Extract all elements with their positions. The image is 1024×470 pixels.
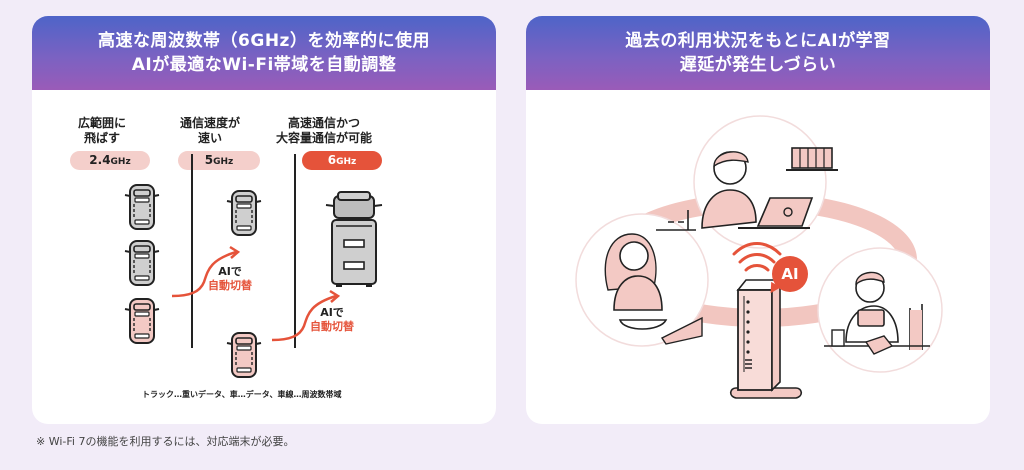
band-number: 6: [327, 153, 337, 167]
column-heading-5ghz: 通信速度が 速い: [155, 116, 265, 146]
header-line-1: 高速な周波数帯（6GHz）を効率的に使用: [98, 31, 430, 51]
ai-learning-panel: 過去の利用状況をもとにAIが学習 遅延が発生しづらい: [526, 16, 990, 424]
ai-badge: AI: [772, 256, 808, 292]
household-illustration: [575, 115, 943, 399]
truck-icon: [325, 191, 383, 287]
ai-badge-label: AI: [781, 265, 799, 283]
band-pill-5ghz: 5GHz: [178, 151, 260, 170]
switch-arrow-icon: [271, 289, 341, 342]
ai-label-line: AIで: [320, 306, 344, 319]
lane-divider: [191, 154, 193, 348]
heading-line: 飛ばす: [83, 131, 120, 145]
legend-text: トラック…重いデータ、車…データ、車線…周波数帯域: [142, 390, 342, 399]
heading-line: 通信速度が: [179, 116, 240, 130]
band-pill-6ghz: 6GHz: [302, 151, 382, 170]
car-icon-highlighted: [226, 332, 262, 378]
column-heading-2-4ghz: 広範囲に 飛ばす: [47, 116, 157, 146]
header-line-2: 遅延が発生しづらい: [679, 55, 837, 75]
panel-header: 過去の利用状況をもとにAIが学習 遅延が発生しづらい: [526, 16, 990, 90]
band-unit: GHz: [213, 157, 234, 167]
person-tablet-scene: [817, 247, 943, 373]
car-icon: [226, 190, 262, 236]
ai-switch-label: AIで 自動切替: [208, 265, 252, 293]
header-line-1: 過去の利用状況をもとにAIが学習: [625, 31, 891, 51]
ai-switch-label: AIで 自動切替: [310, 306, 354, 334]
band-number: 2.4: [89, 153, 111, 167]
ai-label-line: 自動切替: [208, 279, 252, 292]
band-unit: GHz: [110, 157, 131, 167]
heading-line: 速い: [197, 131, 222, 145]
heading-line: 大容量通信が可能: [275, 131, 372, 145]
footnote: ※ Wi-Fi 7の機能を利用するには、対応端末が必要。: [36, 435, 295, 448]
band-unit: GHz: [336, 157, 357, 167]
lane-divider: [294, 154, 296, 348]
heading-line: 広範囲に: [77, 116, 126, 130]
panel-header: 高速な周波数帯（6GHz）を効率的に使用 AIが最適なWi-Fi帯域を自動調整: [32, 16, 496, 90]
wifi-band-panel: 高速な周波数帯（6GHz）を効率的に使用 AIが最適なWi-Fi帯域を自動調整 …: [32, 16, 496, 424]
heading-line: 高速通信かつ: [287, 116, 360, 130]
wifi-icon: [732, 242, 782, 272]
ai-label-line: 自動切替: [310, 320, 354, 333]
car-icon: [124, 184, 160, 230]
car-icon-highlighted: [124, 298, 160, 344]
router-icon: [729, 277, 803, 399]
band-pill-2-4ghz: 2.4GHz: [70, 151, 150, 170]
person-cooking-scene: [575, 210, 709, 347]
band-number: 5: [204, 153, 214, 167]
switch-arrow-icon: [171, 245, 241, 298]
header-line-2: AIが最適なWi-Fi帯域を自動調整: [131, 55, 397, 75]
person-laptop-scene: [693, 115, 838, 249]
ai-label-line: AIで: [218, 265, 242, 278]
car-icon: [124, 240, 160, 286]
column-heading-6ghz: 高速通信かつ 大容量通信が可能: [254, 116, 394, 146]
